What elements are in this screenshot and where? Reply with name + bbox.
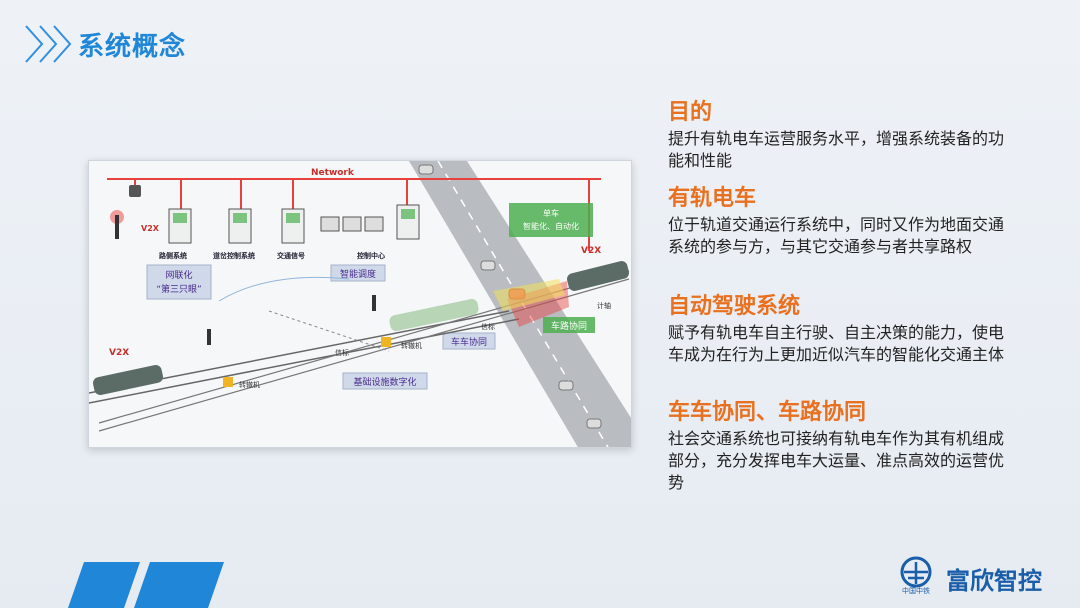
tag-networking-line2: “第三只眼” [156,283,201,295]
section-heading-cooperation: 车车协同、车路协同 [668,394,866,426]
pole [115,215,119,239]
section-body-tram: 位于轨道交通运行系统中，同时又作为地面交通系统的参与方，与其它交通参与者共享路权 [668,214,1018,258]
section-heading-purpose: 目的 [668,94,712,126]
tag-single-car-line1: 单车 [543,208,559,218]
chevron-decoration-icon [22,22,82,66]
car [559,381,573,390]
tram-left [92,364,164,396]
signal-icon [372,295,376,311]
stripe-decoration-icon [68,562,228,608]
section-body-purpose: 提升有轨电车运营服务水平，增强系统装备的功能和性能 [668,128,1018,172]
server-screen [286,213,300,223]
monitor-icon [343,217,361,231]
section-heading-autonomous: 自动驾驶系统 [668,288,800,320]
car [419,165,433,174]
server-label: 路侧系统 [159,251,187,260]
monitor-icon [321,217,339,231]
beacon-label: 信标 [481,322,495,331]
beacon-label: 信标 [335,348,349,357]
monitor-icon [365,217,383,231]
network-label: Network [311,168,355,178]
axle-label: 计轴 [597,301,611,310]
section-body-autonomous: 赋予有轨电车自主行驶、自主决策的能力，使电车成为在行为上更加近似汽车的智能化交通… [668,322,1018,366]
camera-icon [129,185,141,197]
page-title: 系统概念 [78,26,186,63]
v2x-left-top: V2X [141,224,160,233]
tag-car-road-text: 车路协同 [551,320,587,332]
switch-label: 转辙机 [401,341,422,350]
switch-machine-icon [381,337,391,347]
company-name: 富欣智控 [946,561,1042,596]
diagram-canvas: Network V2X 路侧系统 道 [89,161,632,448]
tag-infrastructure-text: 基础设施数字化 [353,376,416,388]
tag-single-car-line2: 智能化、自动化 [523,221,579,231]
switch-label: 转辙机 [239,380,260,389]
company-sub: 中国中铁 [896,586,936,596]
car [587,419,601,428]
v2x-left-bottom: V2X [109,348,129,358]
wireless-link [219,277,349,301]
section-heading-tram: 有轨电车 [668,180,756,212]
signal-icon [207,329,211,345]
switch-machine-icon [223,377,233,387]
v2x-right: V2X [581,246,601,256]
server-label: 道岔控制系统 [213,251,255,260]
tag-networking-line1: 网联化 [165,269,192,281]
server-screen [173,213,187,223]
tag-car-car-text: 车车协同 [451,336,487,348]
system-diagram: Network V2X 路侧系统 道 [88,160,632,448]
track [89,319,519,403]
car [481,261,495,270]
server-screen [233,213,247,223]
server-label: 交通信号 [277,251,305,260]
section-body-cooperation: 社会交通系统也可接纳有轨电车作为其有机组成部分，充分发挥电车大运量、准点高效的运… [668,428,1018,494]
server-label: 控制中心 [357,251,385,260]
server-screen [401,209,415,219]
